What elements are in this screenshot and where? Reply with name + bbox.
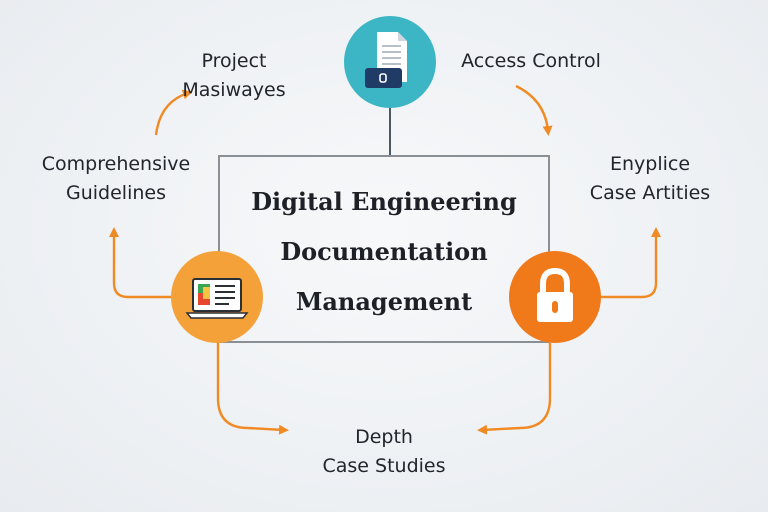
label-access-line1: Access Control <box>461 50 601 72</box>
label-depth-line1: Depth <box>355 426 413 448</box>
label-enyplice: Enyplice Case Artities <box>580 150 720 208</box>
center-title-box: Digital Engineering Documentation Manage… <box>218 155 550 343</box>
arrow-left-to-depth <box>216 343 289 435</box>
title-line-1: Digital Engineering <box>251 187 517 216</box>
padlock-icon <box>537 267 573 322</box>
title-line-2: Documentation <box>280 237 488 266</box>
label-depth-line2: Case Studies <box>322 455 446 477</box>
label-enyplice-line2: Case Artities <box>589 182 711 204</box>
label-enyplice-line1: Enyplice <box>609 153 691 175</box>
arrow-to-guidelines <box>109 227 171 299</box>
arrow-to-enyplice <box>601 227 661 299</box>
title-line-3: Management <box>295 287 473 316</box>
label-project-line1: Project <box>201 50 267 72</box>
padlock-node <box>509 251 601 343</box>
document-node <box>344 16 436 108</box>
label-guidelines-line1: Comprehensive <box>41 153 191 175</box>
arrow-right-to-depth <box>477 343 552 435</box>
label-project: Project Masiwayes <box>182 47 286 105</box>
label-project-line2: Masiwayes <box>182 79 286 101</box>
label-depth: Depth Case Studies <box>314 423 454 481</box>
label-guidelines: Comprehensive Guidelines <box>36 150 196 208</box>
arrow-from-access <box>515 84 553 136</box>
laptop-icon <box>185 278 249 319</box>
document-icon <box>365 32 407 88</box>
label-guidelines-line2: Guidelines <box>66 182 166 204</box>
laptop-node <box>171 251 263 343</box>
arrow-to-project <box>154 89 193 136</box>
label-access-control: Access Control <box>453 47 609 76</box>
